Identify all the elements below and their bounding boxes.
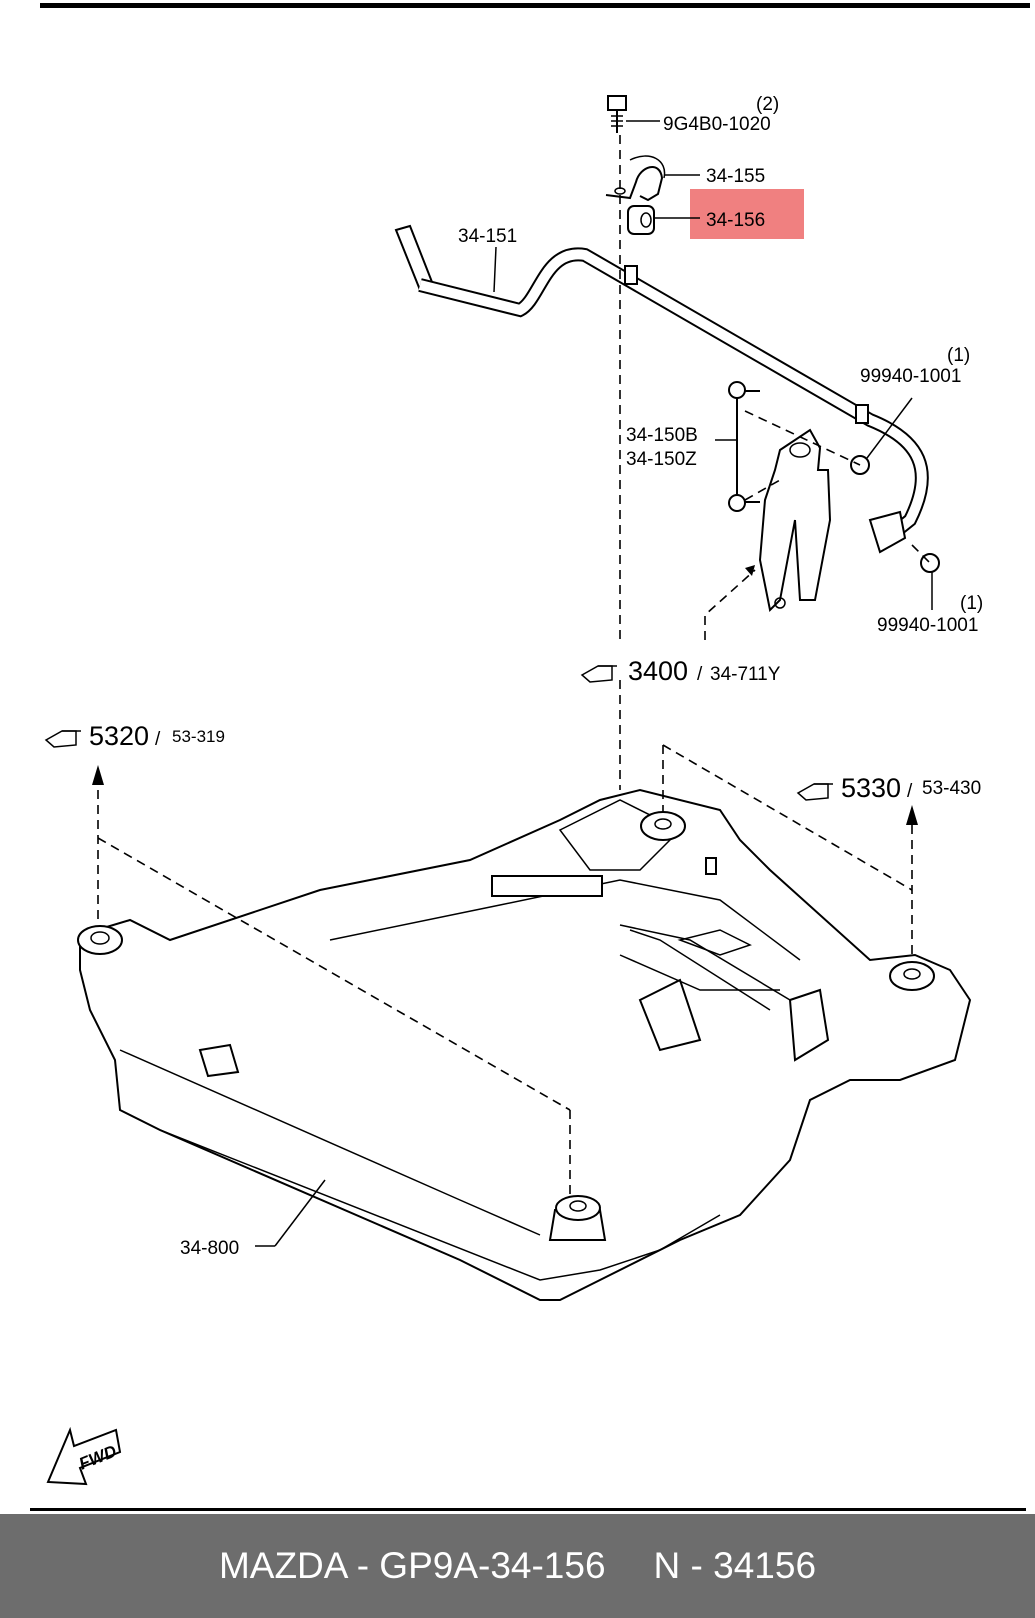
bushing-icon xyxy=(627,205,700,235)
footer-n-number: N - 34156 xyxy=(653,1545,817,1586)
stabilizer-link-icon xyxy=(715,381,760,512)
reference-right[interactable]: 5330 / 53-430 xyxy=(796,773,981,803)
reference-knuckle[interactable]: 3400 / 34-711Y xyxy=(580,656,781,686)
bushing-label: 34-156 xyxy=(706,210,765,231)
bottom-border xyxy=(30,1508,1026,1511)
knuckle-icon xyxy=(758,428,832,613)
bolt-qty-label: (2) xyxy=(756,94,779,115)
nut-lower-qty-label: (1) xyxy=(960,593,983,614)
reference-knuckle-sub: 34-711Y xyxy=(710,664,781,685)
reference-left-sub: 53-319 xyxy=(172,727,225,746)
link-z-label: 34-150Z xyxy=(626,449,697,470)
crossmember-label: 34-800 xyxy=(180,1238,239,1259)
link-b-label: 34-150B xyxy=(626,425,698,446)
footer-bar: MAZDA - GP9A-34-156 N - 34156 xyxy=(0,1514,1035,1618)
mount-rear-left-icon xyxy=(640,811,717,875)
reference-knuckle-slash: / xyxy=(697,664,703,685)
reference-right-slash: / xyxy=(907,781,913,802)
bolt-label: 9G4B0-1020 xyxy=(663,114,771,135)
pointing-hand-icon xyxy=(44,730,81,748)
footer-part-number: MAZDA - GP9A-34-156 xyxy=(218,1545,606,1586)
parts-diagram: (2) 9G4B0-1020 34-155 34-156 34-151 (1) … xyxy=(44,94,983,1486)
pointing-hand-icon xyxy=(796,783,833,801)
stabilizer-bar-label: 34-151 xyxy=(458,226,517,247)
bolt-icon xyxy=(607,95,660,133)
reference-knuckle-main: 3400 xyxy=(628,656,688,686)
mount-rear-right-icon xyxy=(889,961,935,991)
reference-left-main: 5320 xyxy=(89,721,149,751)
pointing-hand-icon xyxy=(580,665,617,683)
fwd-arrow-icon: FWD xyxy=(46,1426,122,1486)
mount-front-left-icon xyxy=(77,925,123,955)
nut-upper-qty-label: (1) xyxy=(947,345,970,366)
reference-right-main: 5330 xyxy=(841,773,901,803)
reference-left[interactable]: 5320 / 53-319 xyxy=(44,721,225,751)
highlight-box xyxy=(690,189,804,239)
nut-lower-label: 99940-1001 xyxy=(877,615,978,636)
reference-right-sub: 53-430 xyxy=(922,778,981,799)
stabilizer-bar-icon xyxy=(394,224,929,554)
reference-left-slash: / xyxy=(155,729,161,750)
top-border xyxy=(40,3,1030,8)
nut-upper-label: 99940-1001 xyxy=(860,366,961,387)
crossmember-icon xyxy=(79,788,972,1301)
bracket-label: 34-155 xyxy=(706,166,765,187)
nut-lower-icon xyxy=(920,553,940,610)
bracket-icon xyxy=(605,155,700,202)
mount-front-right-icon xyxy=(548,1195,607,1241)
